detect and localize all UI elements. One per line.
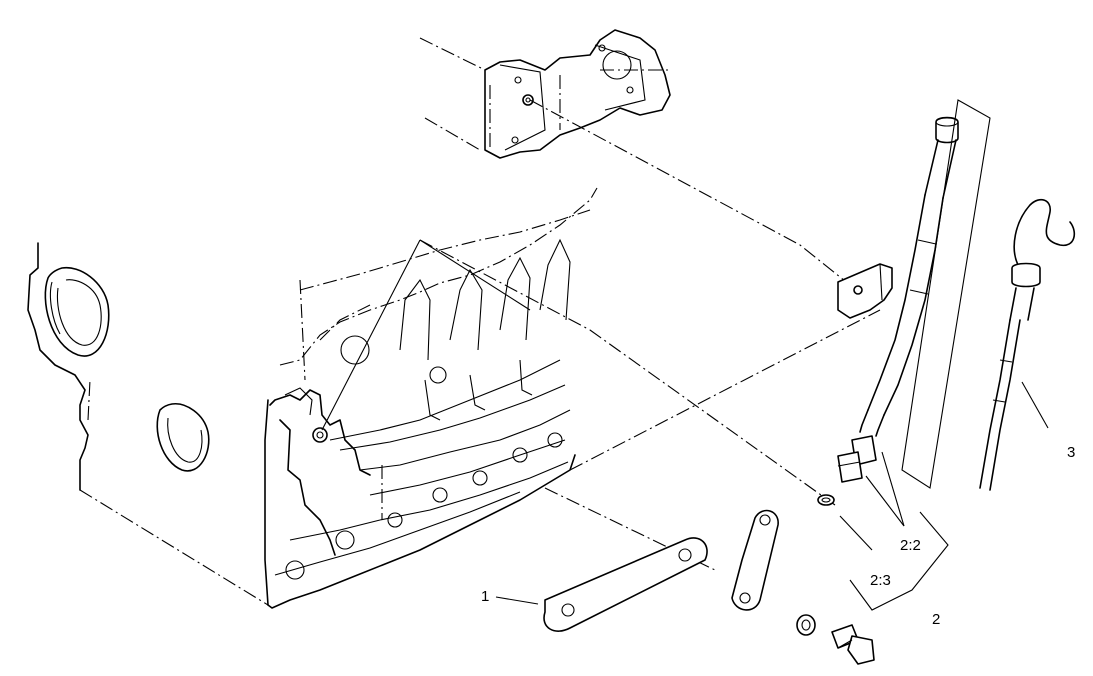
plate-part-1 (543, 537, 708, 632)
dipstick-tube (817, 116, 959, 506)
callout-1: 1 (481, 588, 490, 605)
engine-block (27, 187, 598, 609)
support-arm (731, 509, 779, 611)
cylinder-bore-lower (156, 403, 210, 472)
upper-block-fragment (419, 29, 671, 159)
leader-lines (495, 381, 1049, 611)
dipstick (901, 99, 1076, 491)
callout-2-2: 2:2 (900, 537, 921, 554)
callout-2-3: 2:3 (870, 572, 891, 589)
washer (796, 614, 816, 636)
callout-2: 2 (932, 611, 941, 628)
bolt (831, 624, 875, 665)
callout-3: 3 (1067, 444, 1076, 461)
cylinder-bore-upper (44, 266, 110, 357)
assembly-lines (321, 99, 881, 571)
